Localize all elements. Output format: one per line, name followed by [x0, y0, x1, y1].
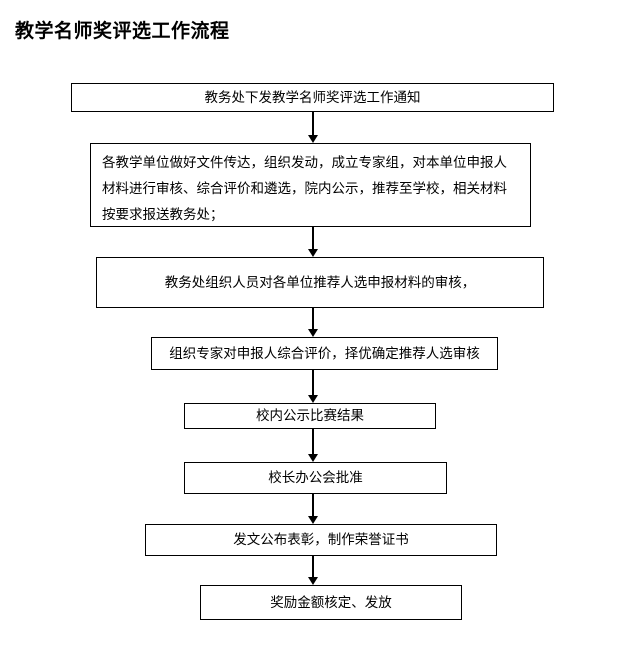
- flow-node-label: 各教学单位做好文件传达，组织发动，成立专家组，对本单位申报人 材料进行审核、综合…: [102, 155, 507, 223]
- arrow-down-icon: [307, 329, 318, 337]
- connector-line: [312, 556, 314, 579]
- connector-line: [312, 494, 314, 518]
- flow-node-office-material-check: 教务处组织人员对各单位推荐人选申报材料的审核，: [96, 257, 544, 308]
- connector-line: [312, 227, 314, 251]
- flow-node-campus-publicity: 校内公示比赛结果: [184, 403, 436, 429]
- flow-node-issue-notice: 教务处下发教学名师奖评选工作通知: [71, 83, 554, 112]
- arrow-down-icon: [307, 135, 318, 143]
- flow-node-label: 校内公示比赛结果: [256, 408, 364, 424]
- connector-line: [312, 370, 314, 397]
- flow-node-label: 发文公布表彰，制作荣誉证书: [233, 532, 409, 548]
- page-title: 教学名师奖评选工作流程: [15, 20, 230, 42]
- flow-node-label: 教务处下发教学名师奖评选工作通知: [204, 89, 421, 106]
- arrow-down-icon: [307, 454, 318, 462]
- flow-node-expert-evaluation: 组织专家对申报人综合评价，择优确定推荐人选审核: [151, 337, 498, 370]
- flow-node-label: 组织专家对申报人综合评价，择优确定推荐人选审核: [169, 345, 480, 362]
- arrow-down-icon: [307, 395, 318, 403]
- arrow-down-icon: [307, 249, 318, 257]
- flow-node-award-amount-payout: 奖励金额核定、发放: [200, 585, 462, 620]
- flow-node-unit-review: 各教学单位做好文件传达，组织发动，成立专家组，对本单位申报人 材料进行审核、综合…: [90, 143, 531, 227]
- connector-line: [312, 429, 314, 456]
- flow-node-label: 奖励金额核定、发放: [270, 594, 392, 611]
- flow-node-label: 教务处组织人员对各单位推荐人选申报材料的审核，: [164, 274, 476, 291]
- flow-node-label: 校长办公会批准: [268, 470, 363, 486]
- arrow-down-icon: [307, 516, 318, 524]
- connector-line: [312, 112, 314, 137]
- flow-node-president-office-approval: 校长办公会批准: [184, 462, 447, 494]
- arrow-down-icon: [307, 577, 318, 585]
- connector-line: [312, 308, 314, 331]
- flow-node-announce-and-certificate: 发文公布表彰，制作荣誉证书: [145, 524, 497, 556]
